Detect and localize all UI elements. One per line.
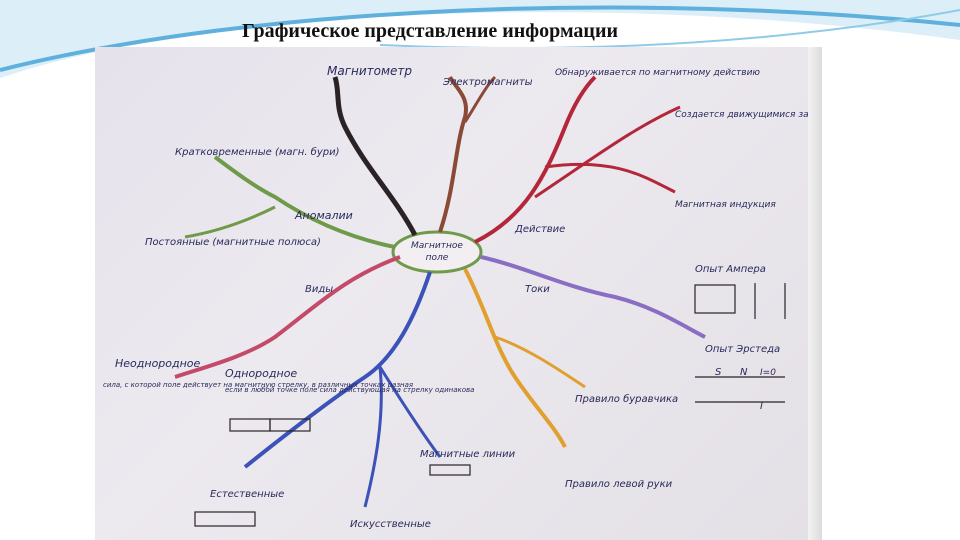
branch-magnetic-lines [438,75,468,233]
branch-current-dir [463,268,567,448]
sketch-magnet [194,418,471,527]
label-created-by: Создается движущимися зарядами [675,110,820,120]
label-action: Действие [514,224,565,235]
slide-title: Графическое представление информации [242,20,619,42]
label-artificial: Искусственные [350,519,431,530]
svg-text:поле: поле [426,253,449,263]
branch-action [474,75,597,244]
label-gimlet: Правило буравчика [575,393,678,405]
label-magnetometer: Магнитометр [327,64,412,78]
label-short-term: Кратковременные (магн. бури) [175,146,340,158]
label-n: N [740,367,748,378]
label-permanent: Постоянные (магнитные полюса) [145,237,321,248]
label-detection: Обнаруживается по магнитному действию [555,68,760,78]
center-label: Магнитное [411,241,463,251]
label-electromagnets: Электромагниты [442,77,533,88]
label-i0: I=0 [760,368,776,378]
label-types: Виды [305,284,333,295]
branch-currents [480,255,706,339]
label-magnetic-induction: Магнитная индукция [675,200,776,210]
note-inhomogeneous: сила, с которой поле действует на магнит… [103,381,413,389]
label-lines: Магнитные линии [420,449,516,460]
label-i: I [760,401,763,412]
mindmap-photo: Магнитное поле Магнитометр Электромагнит… [95,47,820,540]
label-oersted: Опыт Эрстеда [705,344,780,355]
label-currents: Токи [525,284,550,295]
label-anomaly: Аномалии [294,209,353,222]
branch-magnetometer [332,76,418,237]
label-ampere: Опыт Ампера [695,264,766,275]
branch-anomaly [213,155,396,249]
mindmap-drawing: Магнитное поле Магнитометр Электромагнит… [103,64,820,530]
sketch-ampere [694,283,786,319]
note-homogeneous: если в любой точке поле сила действующая… [225,386,474,394]
center-node [391,230,483,274]
label-natural: Естественные [210,489,284,500]
sketch-oersted [695,376,785,403]
photo-edge [808,47,822,540]
label-inhomogeneous: Неоднородное [115,357,201,370]
branch-types [174,255,401,379]
branch-electromagnets [243,271,432,469]
label-homogeneous: Однородное [225,367,297,380]
label-s: S [715,367,722,378]
label-left-hand: Правило левой руки [565,479,673,490]
